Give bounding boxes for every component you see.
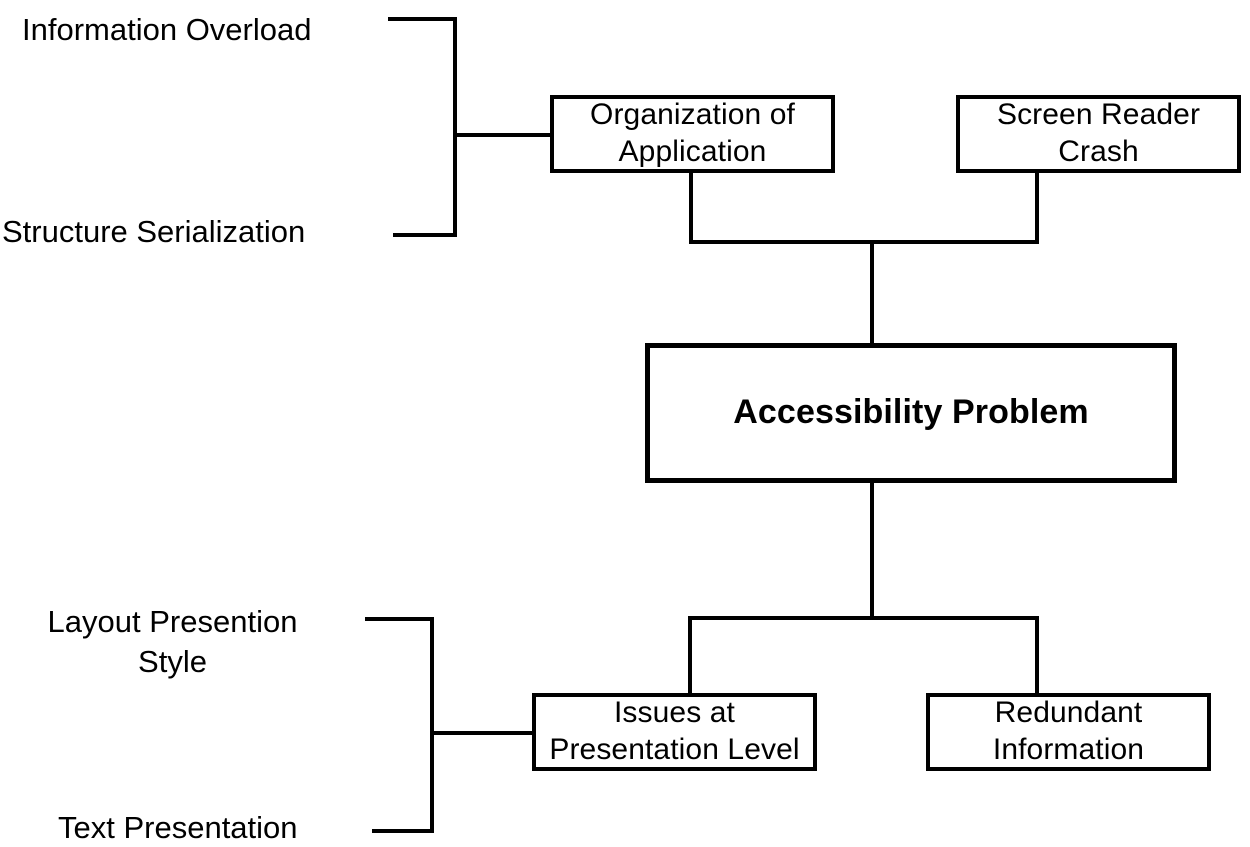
connector-structure-serialization-horizontal	[393, 233, 457, 237]
connector-organization-down	[689, 170, 693, 244]
connector-upper-left-bracket-to-organization	[453, 133, 552, 137]
connector-redundant-information-up	[1035, 616, 1039, 695]
node-organization-of-application[interactable]: Organization of Application	[550, 95, 835, 173]
leaf-label-structure-serialization: Structure Serialization	[2, 214, 306, 249]
node-redundant-information[interactable]: Redundant Information	[926, 693, 1211, 771]
connector-information-overload-horizontal	[388, 17, 457, 21]
connector-upper-merge-to-root	[870, 240, 874, 345]
connector-lower-merge-horizontal	[688, 616, 1039, 620]
node-issues-at-presentation-level[interactable]: Issues at Presentation Level	[532, 693, 817, 771]
connector-upper-merge-horizontal	[689, 240, 1039, 244]
leaf-label-layout-presention-style: Layout Presention Style	[47, 604, 298, 679]
node-screen-reader-crash[interactable]: Screen Reader Crash	[956, 95, 1241, 173]
connector-layout-presention-style-horizontal	[365, 617, 434, 621]
connector-screen-reader-crash-down	[1035, 170, 1039, 244]
connector-upper-left-bracket-spine	[453, 17, 457, 237]
connector-text-presentation-horizontal	[372, 829, 434, 833]
connector-issues-at-presentation-level-up	[688, 616, 692, 695]
connector-lower-left-bracket-to-issues	[430, 731, 534, 735]
node-accessibility-problem[interactable]: Accessibility Problem	[645, 343, 1177, 483]
connector-root-to-lower-merge	[870, 481, 874, 618]
leaf-label-text-presentation: Text Presentation	[58, 810, 298, 845]
connector-lower-left-bracket-spine	[430, 617, 434, 833]
leaf-label-information-overload: Information Overload	[22, 12, 312, 47]
